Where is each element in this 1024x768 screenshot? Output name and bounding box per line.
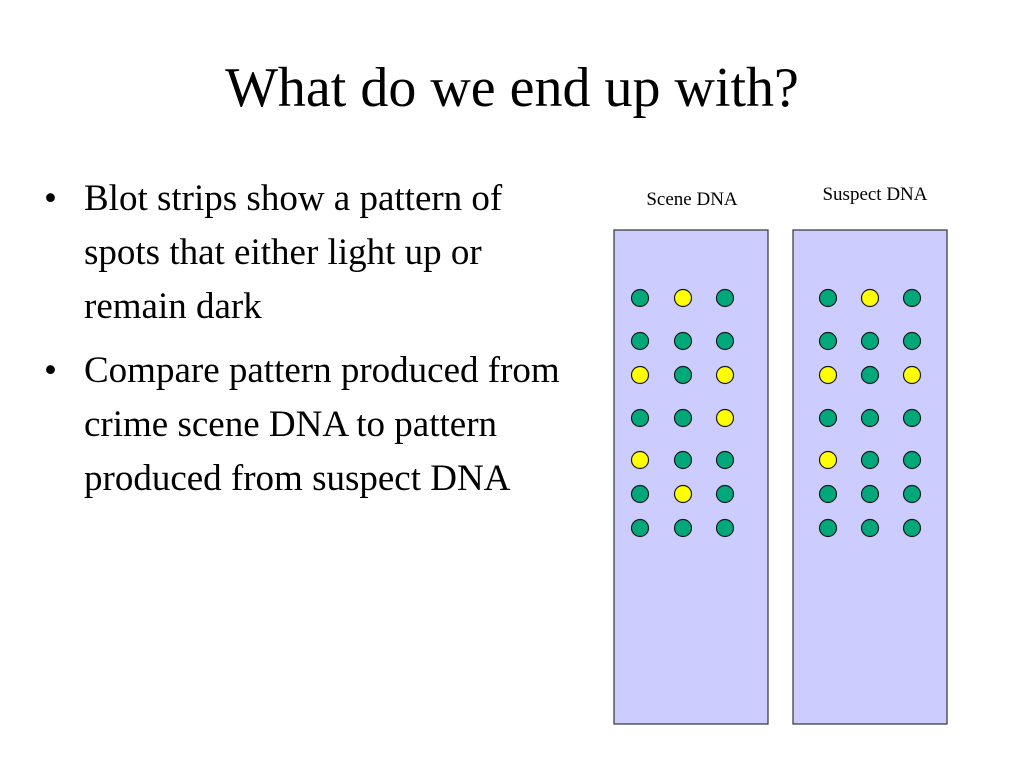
lit-spot: [673, 288, 693, 308]
dark-spot: [818, 408, 838, 428]
dark-spot: [673, 365, 693, 385]
dark-spot: [818, 518, 838, 538]
dark-spot: [818, 484, 838, 504]
dark-spot: [715, 518, 735, 538]
dark-spot: [902, 518, 922, 538]
dark-spot: [902, 331, 922, 351]
blot-strip-suspect: [792, 229, 948, 725]
dark-spot: [715, 484, 735, 504]
bullet-item: • Blot strips show a pattern of spots th…: [44, 172, 564, 334]
dark-spot: [902, 408, 922, 428]
dark-spot: [673, 408, 693, 428]
dark-spot: [902, 484, 922, 504]
lit-spot: [630, 450, 650, 470]
blot-strip-scene: [613, 229, 769, 725]
dark-spot: [860, 450, 880, 470]
dark-spot: [715, 450, 735, 470]
dark-spot: [630, 484, 650, 504]
strip-label-suspect: Suspect DNA: [822, 184, 927, 205]
spot-group: [630, 288, 922, 538]
lit-spot: [673, 484, 693, 504]
dark-spot: [860, 408, 880, 428]
strip-label-scene: Scene DNA: [646, 189, 738, 210]
dark-spot: [860, 484, 880, 504]
dark-spot: [673, 450, 693, 470]
dark-spot: [860, 365, 880, 385]
dark-spot: [673, 331, 693, 351]
dark-spot: [673, 518, 693, 538]
lit-spot: [818, 365, 838, 385]
bullet-list: • Blot strips show a pattern of spots th…: [44, 172, 564, 516]
dark-spot: [818, 288, 838, 308]
bullet-text: Blot strips show a pattern of spots that…: [84, 178, 503, 327]
lit-spot: [902, 365, 922, 385]
dark-spot: [860, 518, 880, 538]
lit-spot: [860, 288, 880, 308]
dark-spot: [715, 288, 735, 308]
lit-spot: [630, 365, 650, 385]
dark-spot: [902, 450, 922, 470]
dark-spot: [630, 408, 650, 428]
dark-spot: [630, 518, 650, 538]
lit-spot: [715, 365, 735, 385]
lit-spot: [818, 450, 838, 470]
bullet-text: Compare pattern produced from crime scen…: [84, 350, 560, 499]
dark-spot: [860, 331, 880, 351]
dark-spot: [630, 331, 650, 351]
dark-spot: [630, 288, 650, 308]
slide-title: What do we end up with?: [225, 57, 799, 119]
bullet-glyph: •: [44, 178, 57, 219]
dark-spot: [715, 331, 735, 351]
lit-spot: [715, 408, 735, 428]
bullet-item: • Compare pattern produced from crime sc…: [44, 344, 564, 506]
bullet-glyph: •: [44, 350, 57, 391]
dark-spot: [902, 288, 922, 308]
dark-spot: [818, 331, 838, 351]
